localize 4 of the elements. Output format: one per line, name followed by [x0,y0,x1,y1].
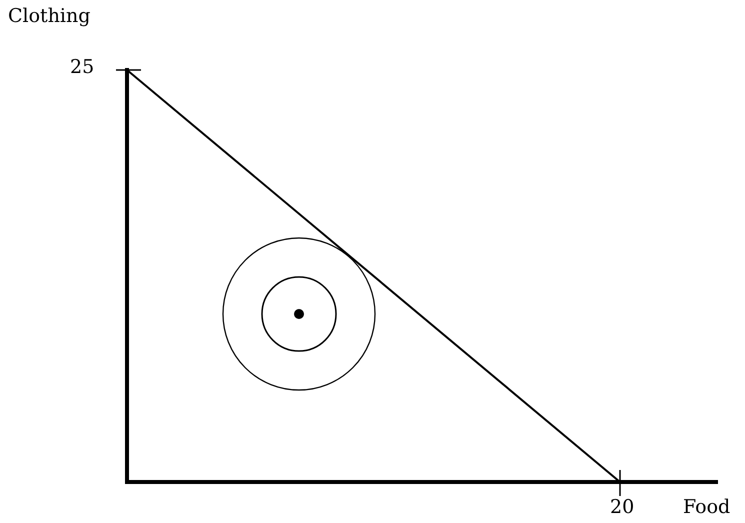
tick-label: 20 [610,497,634,518]
tick-label: 25 [70,57,94,78]
axis-label: Clothing [8,6,90,27]
axis-label: Food [683,497,730,518]
